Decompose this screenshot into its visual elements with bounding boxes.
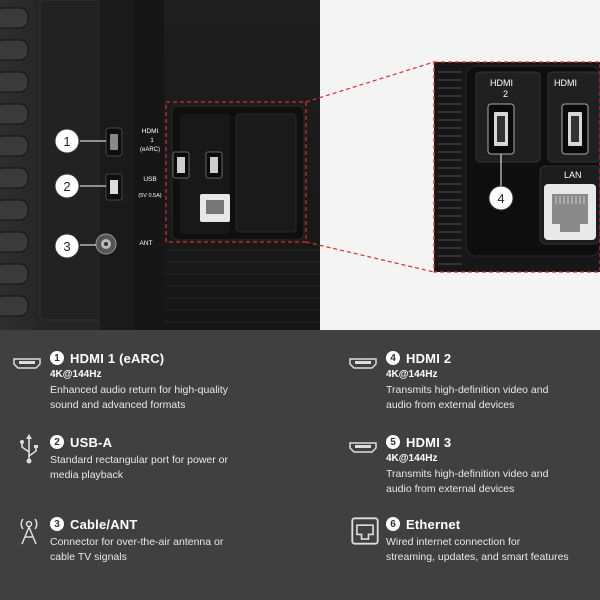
zoom-label-hdmi2-num: 2 (503, 89, 508, 99)
callout-3: 3 (54, 233, 80, 259)
spec-number: 4 (386, 351, 400, 365)
tv-back-photo: HDMI 1 (eARC) USB (5V 0.5A) ANT (0, 0, 600, 330)
spec-title: Cable/ANT (70, 516, 138, 532)
hdmi-port-icon (349, 358, 377, 369)
spec-number: 1 (50, 351, 64, 365)
zoom-frame (433, 61, 600, 273)
label-usb-power: (5V 0.5A) (138, 193, 161, 199)
ethernet-icon (351, 517, 379, 545)
svg-text:2: 2 (63, 179, 70, 194)
back-texture-lines (164, 249, 320, 323)
spec-item-cable-ant: 3 Cable/ANT Connector for over-the-air an… (12, 516, 272, 565)
selection-box (165, 101, 307, 243)
label-hdmi1-num: 1 (150, 137, 154, 144)
spec-title: Ethernet (406, 516, 461, 532)
spec-number: 3 (50, 517, 64, 531)
callout-2: 2 (54, 173, 80, 199)
spec-subtitle: 4K@144Hz (50, 369, 102, 380)
spec-title: HDMI 1 (eARC) (70, 350, 165, 366)
side-port-strip (100, 0, 138, 330)
zoom-label-hdmi3: HDMI (554, 78, 577, 88)
port-spec-panel: 1 HDMI 1 (eARC) 4K@144Hz Enhanced audio r… (0, 330, 600, 600)
label-ant: ANT (140, 240, 153, 247)
vent-slats (0, 7, 29, 317)
spec-number: 6 (386, 517, 400, 531)
spec-title: HDMI 2 (406, 350, 452, 366)
spec-number: 2 (50, 435, 64, 449)
leader-top (305, 61, 435, 103)
zoom-label-hdmi2: HDMI (490, 78, 513, 88)
antenna-icon (20, 518, 38, 545)
hdmi-port-icon (13, 358, 41, 369)
label-hdmi1-arc: (eARC) (140, 147, 160, 153)
spec-item-hdmi1: 1 HDMI 1 (eARC) 4K@144Hz Enhanced audio r… (12, 350, 272, 413)
spec-item-usb: 2 USB-A Standard rectangular port for pow… (12, 434, 272, 483)
callout-4: 4 (488, 185, 514, 211)
svg-text:1: 1 (63, 134, 70, 149)
spec-subtitle: 4K@144Hz (386, 453, 438, 464)
hdmi-port-icon (349, 442, 377, 453)
svg-text:4: 4 (497, 191, 504, 206)
spec-title: USB-A (70, 434, 113, 450)
svg-text:3: 3 (63, 239, 70, 254)
spec-title: HDMI 3 (406, 434, 452, 450)
spec-number: 5 (386, 435, 400, 449)
leader-bottom (305, 241, 435, 273)
label-hdmi1: HDMI (142, 128, 159, 135)
usb-icon (20, 434, 38, 464)
callout-1: 1 (54, 128, 80, 154)
tv-back-illustration: HDMI 1 (eARC) USB (5V 0.5A) ANT (0, 0, 600, 330)
zoom-label-lan: LAN (564, 170, 582, 180)
spec-subtitle: 4K@144Hz (386, 369, 438, 380)
spec-item-hdmi2: 4 HDMI 2 4K@144Hz Transmits high-definiti… (348, 350, 600, 413)
label-usb: USB (143, 176, 156, 183)
spec-item-hdmi3: 5 HDMI 3 4K@144Hz Transmits high-definiti… (348, 434, 600, 497)
zoom-window: HDMI 2 HDMI LAN (434, 62, 600, 272)
